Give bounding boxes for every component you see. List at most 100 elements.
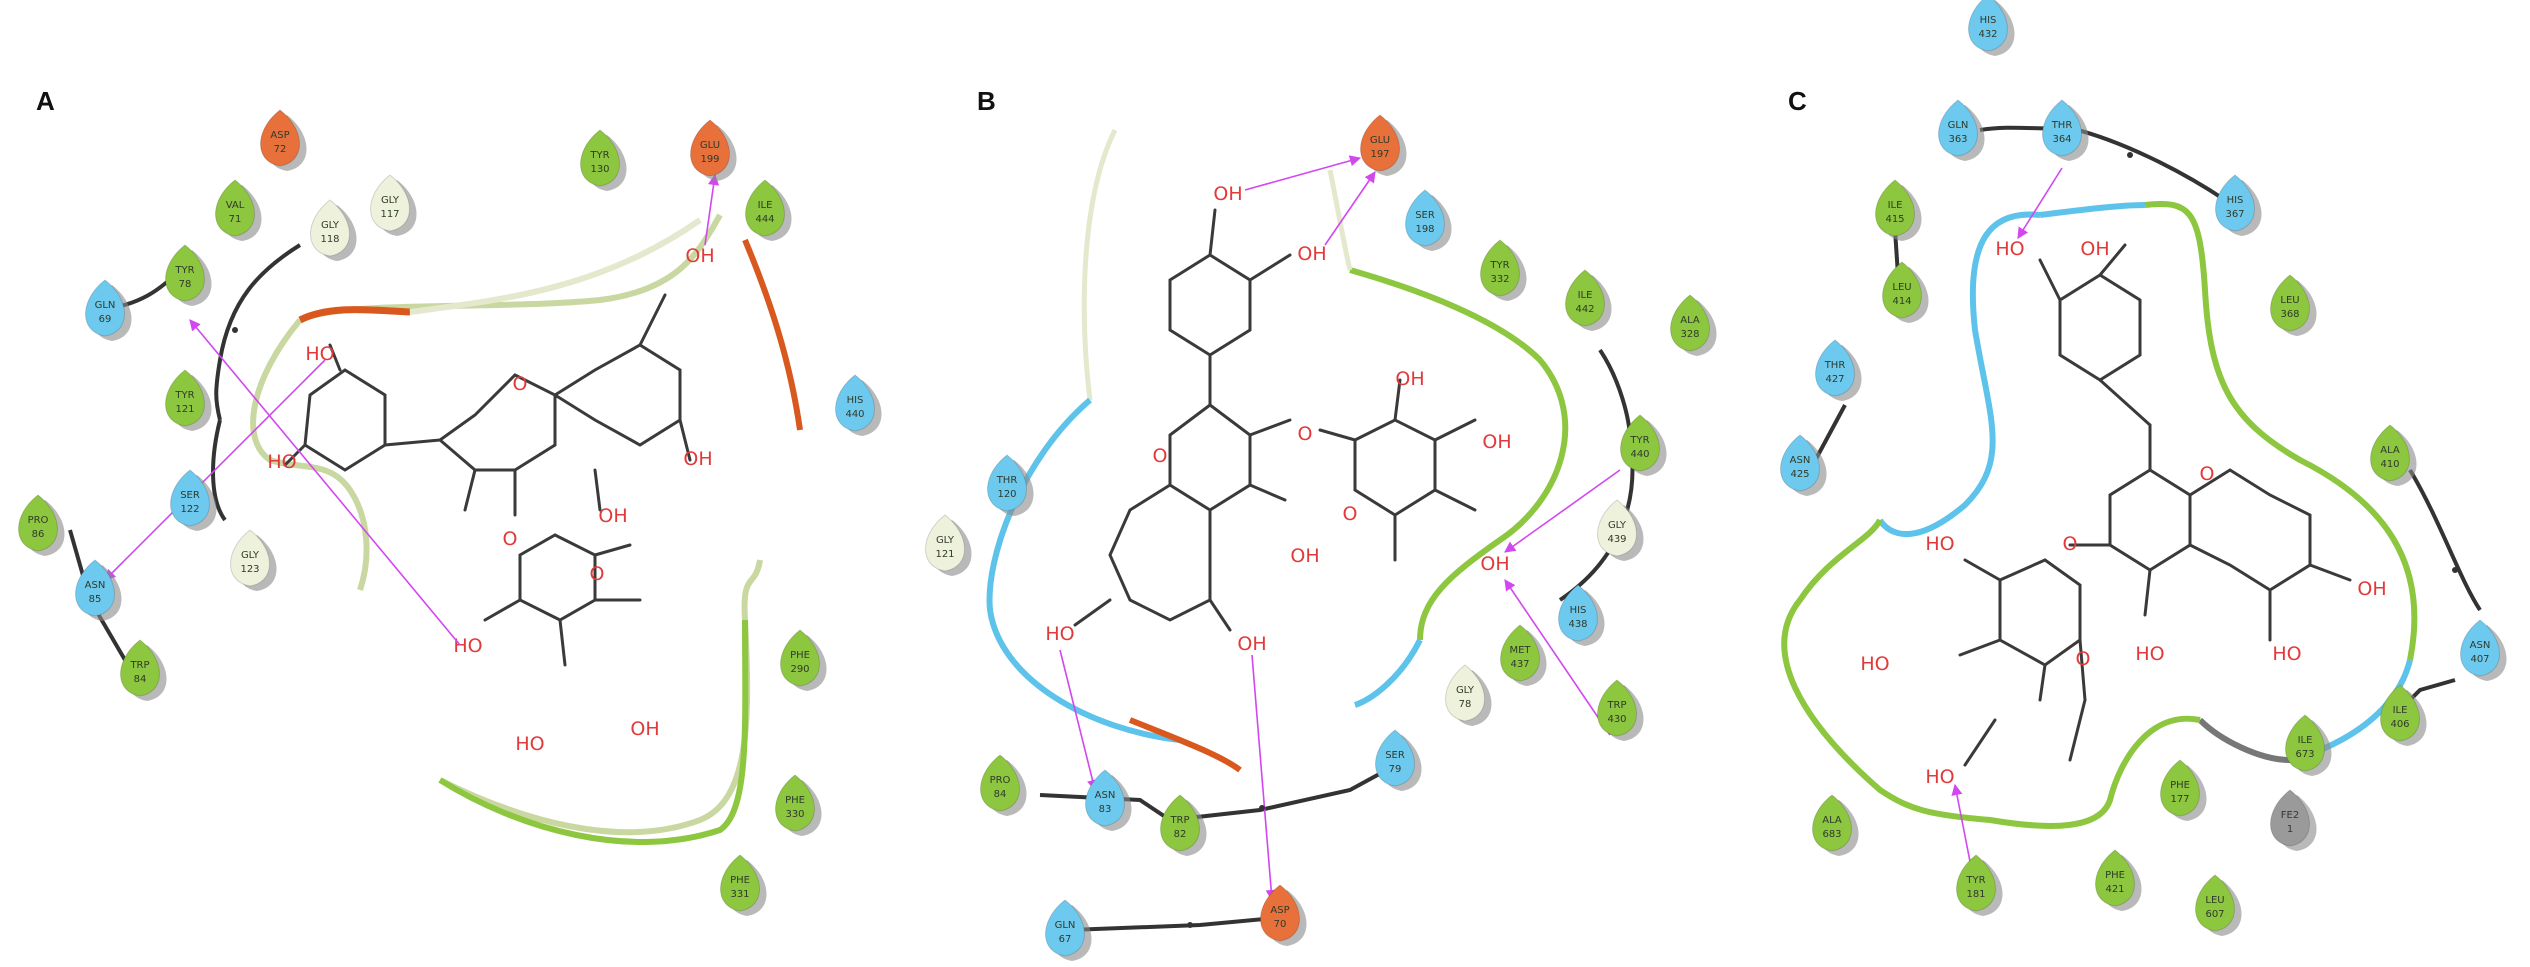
residue-number: 72 [274,144,287,155]
ligand-oh-c-8: HO [1925,766,1954,788]
residue-glyph [85,279,125,337]
residue-glyph [987,454,1027,512]
hbond-b-1 [1244,155,1362,191]
residue-number: 199 [700,154,719,165]
residue-number: 430 [1607,714,1626,725]
backbone-a-2 [211,419,227,522]
residue-glyph [1500,624,1540,682]
panel-label-a: A [36,86,55,116]
residue-glyph [1597,679,1637,737]
ligand-b [1073,208,1477,632]
residue-number: 123 [240,564,259,575]
residue-number: 290 [790,664,809,675]
residue-number: 427 [1825,374,1844,385]
residue-name: LEU [2280,295,2299,306]
residue-glyph [2042,99,2082,157]
residue-name: ALA [1822,815,1842,826]
residue-number: 368 [2280,309,2299,320]
residue-glyph [2160,759,2200,817]
residue-name: TYR [1629,435,1649,446]
hbond-a-1 [704,173,720,246]
ligand-oh-a-6: HO [453,635,482,657]
residue-glyph [1360,114,1400,172]
residue-name: GLY [321,220,340,231]
residue-name: GLY [1456,685,1475,696]
residue-glyph [745,179,785,237]
residue-layer: ASP72VAL71GLY117GLY118TYR78GLN69TYR121SE… [18,0,2507,961]
residue-number: 406 [2390,719,2409,730]
residue-glyph [1882,261,1922,319]
residue-number: 122 [180,504,199,515]
residue-name: PHE [790,650,810,661]
residue-name: FE2 [2281,810,2299,821]
residue-name: ALA [2380,445,2400,456]
hbond-c-1 [2017,167,2063,239]
ligand-oh-a-2: OH [683,448,712,470]
residue-number: 84 [994,789,1007,800]
ligand-oh-b-6: OH [1395,368,1424,390]
residue-number: 421 [2105,884,2124,895]
residue-number: 673 [2295,749,2314,760]
ligand-o-a-1: O [513,373,528,395]
ligand-oh-b-7: OH [1482,431,1511,453]
backbone-b-3 [1558,348,1635,602]
residue-glyph [925,514,965,572]
residue-name: HIS [2227,195,2244,206]
residue-glyph [75,559,115,617]
pocket-outline-a-orange [298,306,411,324]
residue-number: 71 [229,214,242,225]
residue-name: TYR [174,390,194,401]
residue-number: 438 [1568,619,1587,630]
residue-name: PHE [785,795,805,806]
residue-glyph [980,754,1020,812]
residue-name: ASN [2470,640,2491,651]
residue-name: HIS [847,395,864,406]
pocket-outline-b-blue [986,397,1181,743]
residue-name: ASN [85,580,106,591]
residue-name: SER [1385,750,1405,761]
pocket-outline-b-blue-2 [1353,638,1423,708]
residue-name: ILE [2393,705,2408,716]
pocket-outline-b-light [1081,128,1118,401]
ligand-oh-c-4: HO [2272,643,2301,665]
residue-name: ASP [1270,905,1289,916]
pocket-outline-a-green [438,619,749,845]
residue-val-71: VAL 71 [215,179,262,241]
residue-glyph [310,199,350,257]
residue-name: GLN [1948,120,1969,131]
hbond-b-6 [1504,579,1611,736]
residue-number: 70 [1274,919,1287,930]
residue-glyph [2095,849,2135,907]
ligand-c [1958,243,2352,767]
pocket-outline-a-orange-2 [742,238,803,431]
residue-name: VAL [226,200,245,211]
residue-name: HIS [1570,605,1587,616]
ligand-oh-b-1: OH [1213,183,1242,205]
residue-glyph [370,174,410,232]
ligand-o-c-3: O [2076,648,2091,670]
residue-glyph [260,109,300,167]
residue-leu-368: LEU 368 [2270,274,2317,336]
ligand-o-c-1: O [2200,463,2215,485]
ligand-o-b-1: O [1153,445,1168,467]
pocket-outline-c-green-top [2144,201,2418,661]
residue-number: 79 [1389,764,1402,775]
ligand-oh-b-5: OH [1237,633,1266,655]
residue-name: TYR [174,265,194,276]
residue-name: THR [996,475,1018,486]
